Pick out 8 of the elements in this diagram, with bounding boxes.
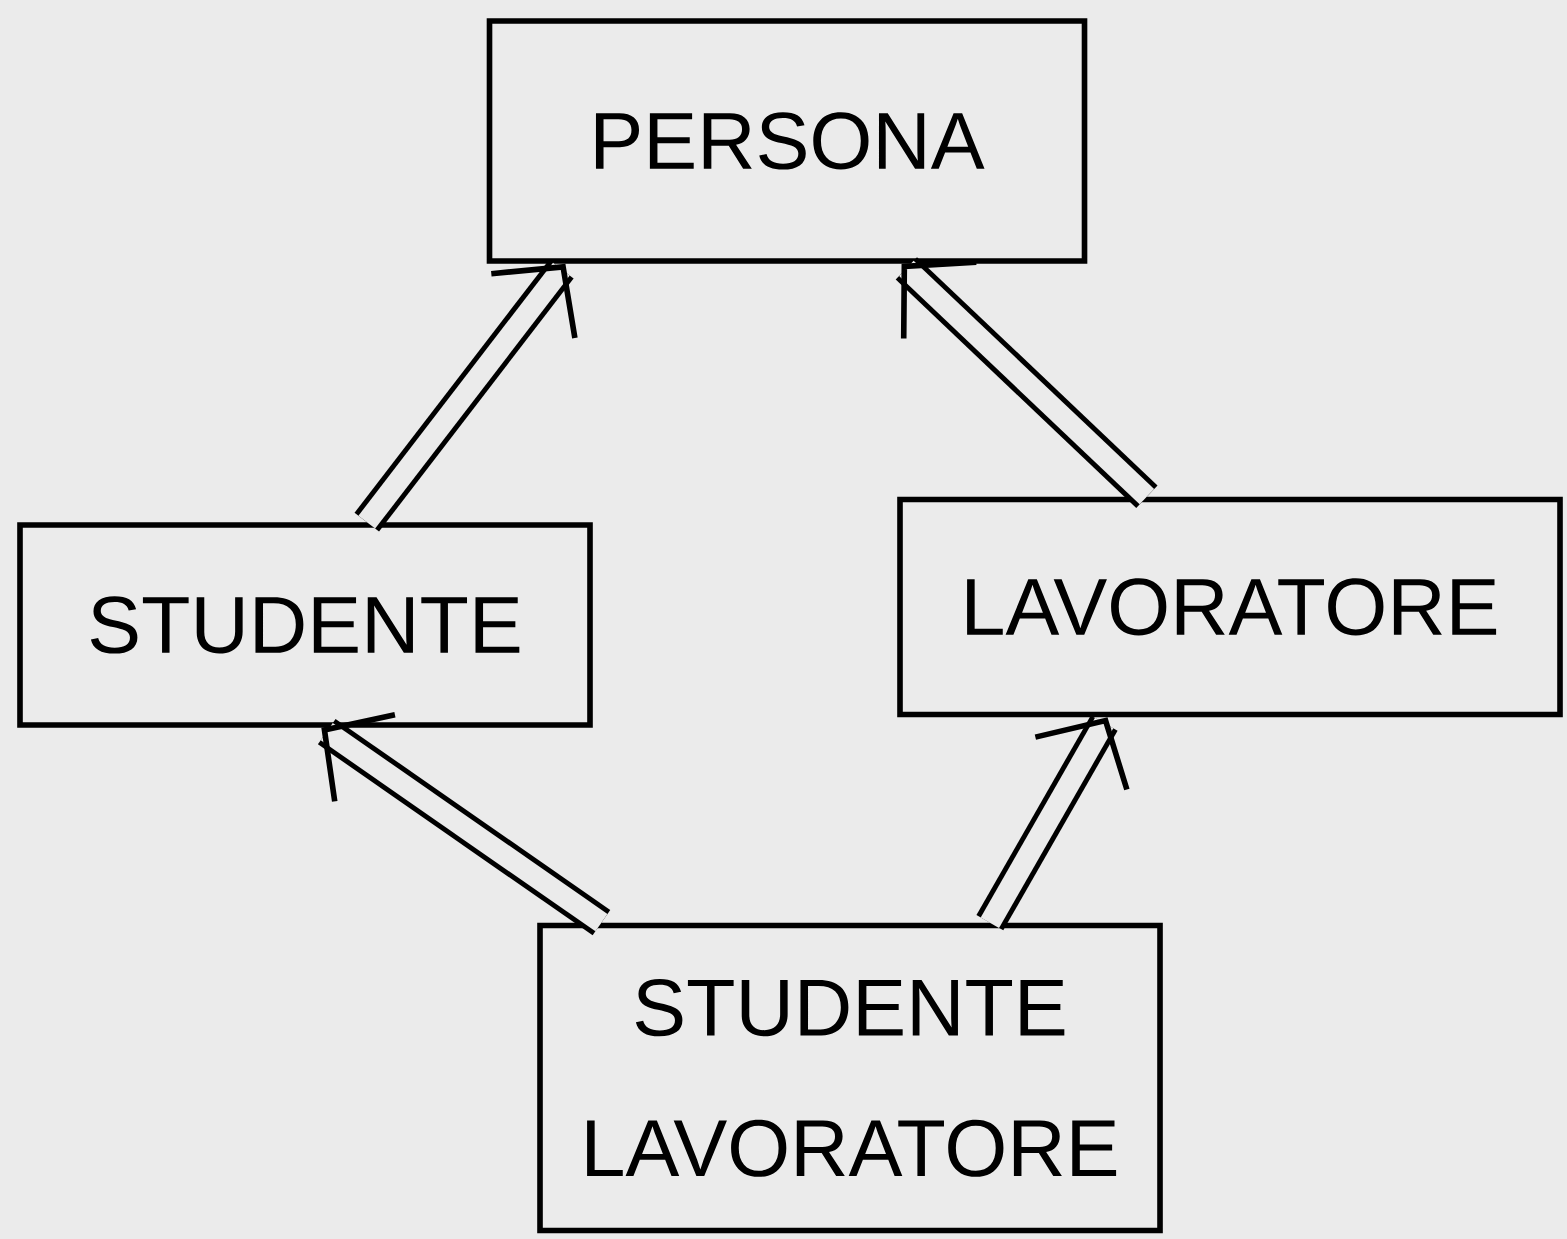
inheritance-arrow xyxy=(354,259,578,532)
class-box: STUDENTE LAVORATORE xyxy=(537,922,1163,1234)
inheritance-arrow xyxy=(895,257,1158,508)
class-box: LAVORATORE xyxy=(897,496,1563,718)
class-box: PERSONA xyxy=(486,18,1088,264)
inheritance-arrow xyxy=(317,712,611,936)
class-box: STUDENTE xyxy=(17,522,593,728)
inheritance-arrow xyxy=(976,715,1130,931)
